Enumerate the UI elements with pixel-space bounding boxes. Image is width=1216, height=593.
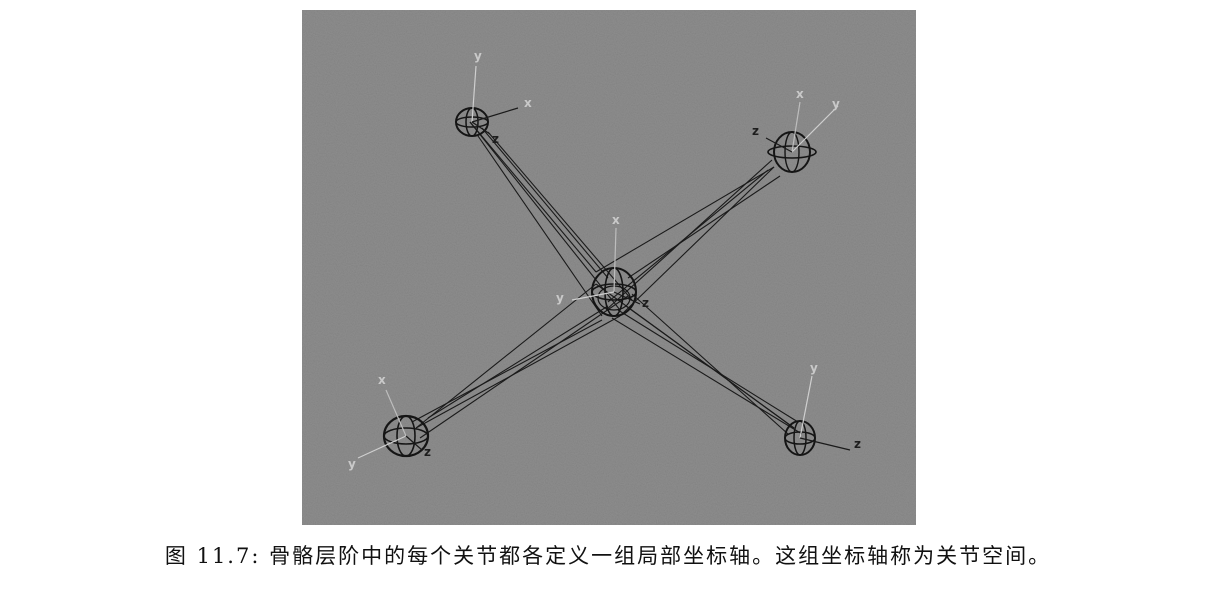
axis-label-y: y (556, 291, 564, 305)
joint-top-left: y x z (455, 49, 532, 146)
axis-z-line (765, 137, 793, 153)
axis-z-line (799, 437, 851, 451)
axis-label-x: x (796, 87, 804, 101)
axis-y-line (571, 291, 615, 301)
axis-label-x: x (524, 96, 532, 110)
axis-label-z: z (642, 296, 649, 310)
bone-lines (411, 121, 803, 439)
axis-label-y: y (832, 97, 840, 111)
axis-label-z: z (752, 124, 759, 138)
axis-z-line (405, 435, 423, 451)
axis-label-z: z (854, 437, 861, 451)
joint-top-right: x y z (752, 87, 840, 173)
axis-label-y: y (810, 361, 818, 375)
axis-z-line (613, 291, 641, 305)
axis-x-line (471, 107, 519, 123)
axis-y-line (791, 105, 839, 153)
axis-x-line (791, 101, 801, 153)
skeleton-joint-diagram: y x z x y z x y z (302, 10, 916, 525)
axis-label-x: x (378, 373, 386, 387)
axis-label-z: z (492, 132, 499, 146)
joint-center: x y z (556, 213, 649, 317)
axis-x-line (385, 389, 407, 437)
axis-label-x: x (612, 213, 620, 227)
axis-y-line (357, 435, 407, 459)
photo-background (302, 10, 916, 525)
axis-y-line (471, 65, 477, 123)
axis-y-line (799, 375, 813, 439)
figure-caption: 图 11.7: 骨骼层阶中的每个关节都各定义一组局部坐标轴。这组坐标轴称为关节空… (164, 544, 1052, 568)
joint-bottom-left: x y z (348, 373, 431, 471)
axis-label-y: y (474, 49, 482, 63)
figure-image: y x z x y z x y z (302, 10, 916, 525)
axis-z-line (471, 121, 491, 135)
axis-x-line (613, 227, 617, 293)
joint-bottom-right: y z (784, 361, 861, 456)
axis-label-y: y (348, 457, 356, 471)
axis-label-z: z (424, 445, 431, 459)
